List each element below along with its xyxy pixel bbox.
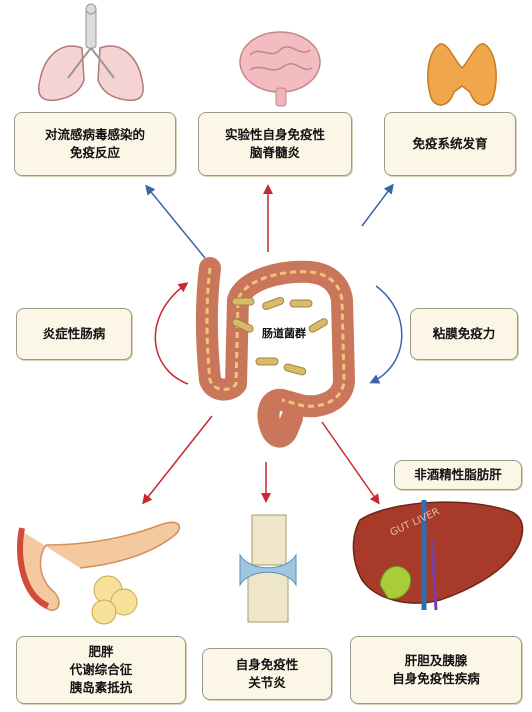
arrow-to-hepatobiliary — [321, 421, 380, 505]
box-immune-dev-line-1: 免疫系统发育 — [412, 136, 488, 151]
box-eae-line-1: 实验性自身免疫性 — [224, 127, 325, 142]
arrow-to-metabolic — [142, 415, 213, 505]
box-metabolic-line-2: 代谢综合征 — [69, 662, 133, 677]
box-mucosal: 粘膜免疫力 — [410, 308, 518, 360]
box-mucosal-line-1: 粘膜免疫力 — [432, 326, 496, 341]
arrow-ibd-curve — [154, 282, 189, 385]
box-ibd-line-1: 炎症性肠病 — [42, 326, 106, 341]
center-label: 肠道菌群 — [262, 326, 306, 340]
box-influenza-line-1: 对流感病毒感染的 — [44, 127, 145, 142]
arrow-to-immune-dev — [361, 183, 394, 227]
liver-illustration: GUT LIVER — [352, 500, 524, 611]
box-hepatobiliary-line-2: 自身免疫性疾病 — [392, 671, 480, 686]
box-metabolic: 肥胖代谢综合征胰岛素抵抗 — [16, 636, 186, 704]
box-influenza-line-2: 免疫反应 — [69, 145, 120, 160]
thyroid-illustration — [427, 43, 497, 106]
box-metabolic-line-1: 肥胖 — [88, 644, 114, 659]
arrow-mucosal-curve — [369, 285, 403, 384]
box-influenza: 对流感病毒感染的免疫反应 — [14, 112, 176, 176]
knee-joint-illustration — [239, 514, 297, 623]
box-eae-line-2: 脑脊髓炎 — [249, 145, 300, 160]
box-hepatobiliary: 肝胆及胰腺自身免疫性疾病 — [350, 636, 522, 704]
box-hepatobiliary-line-1: 肝胆及胰腺 — [404, 653, 468, 668]
box-metabolic-line-3: 胰岛素抵抗 — [69, 680, 133, 695]
box-arthritis: 自身免疫性关节炎 — [202, 648, 332, 700]
box-arthritis-line-2: 关节炎 — [248, 675, 286, 690]
pancreas-illustration — [17, 521, 181, 625]
box-nafld-line-1: 非酒精性脂肪肝 — [414, 467, 502, 482]
intestine-illustration — [196, 257, 355, 448]
brain-illustration — [239, 31, 321, 107]
box-immune-dev: 免疫系统发育 — [384, 112, 516, 176]
box-ibd: 炎症性肠病 — [16, 308, 132, 360]
lungs-illustration — [38, 3, 144, 102]
box-nafld: 非酒精性脂肪肝 — [394, 460, 522, 490]
arrow-to-influenza — [145, 184, 206, 259]
box-arthritis-line-1: 自身免疫性 — [235, 657, 299, 672]
box-eae: 实验性自身免疫性脑脊髓炎 — [198, 112, 352, 176]
